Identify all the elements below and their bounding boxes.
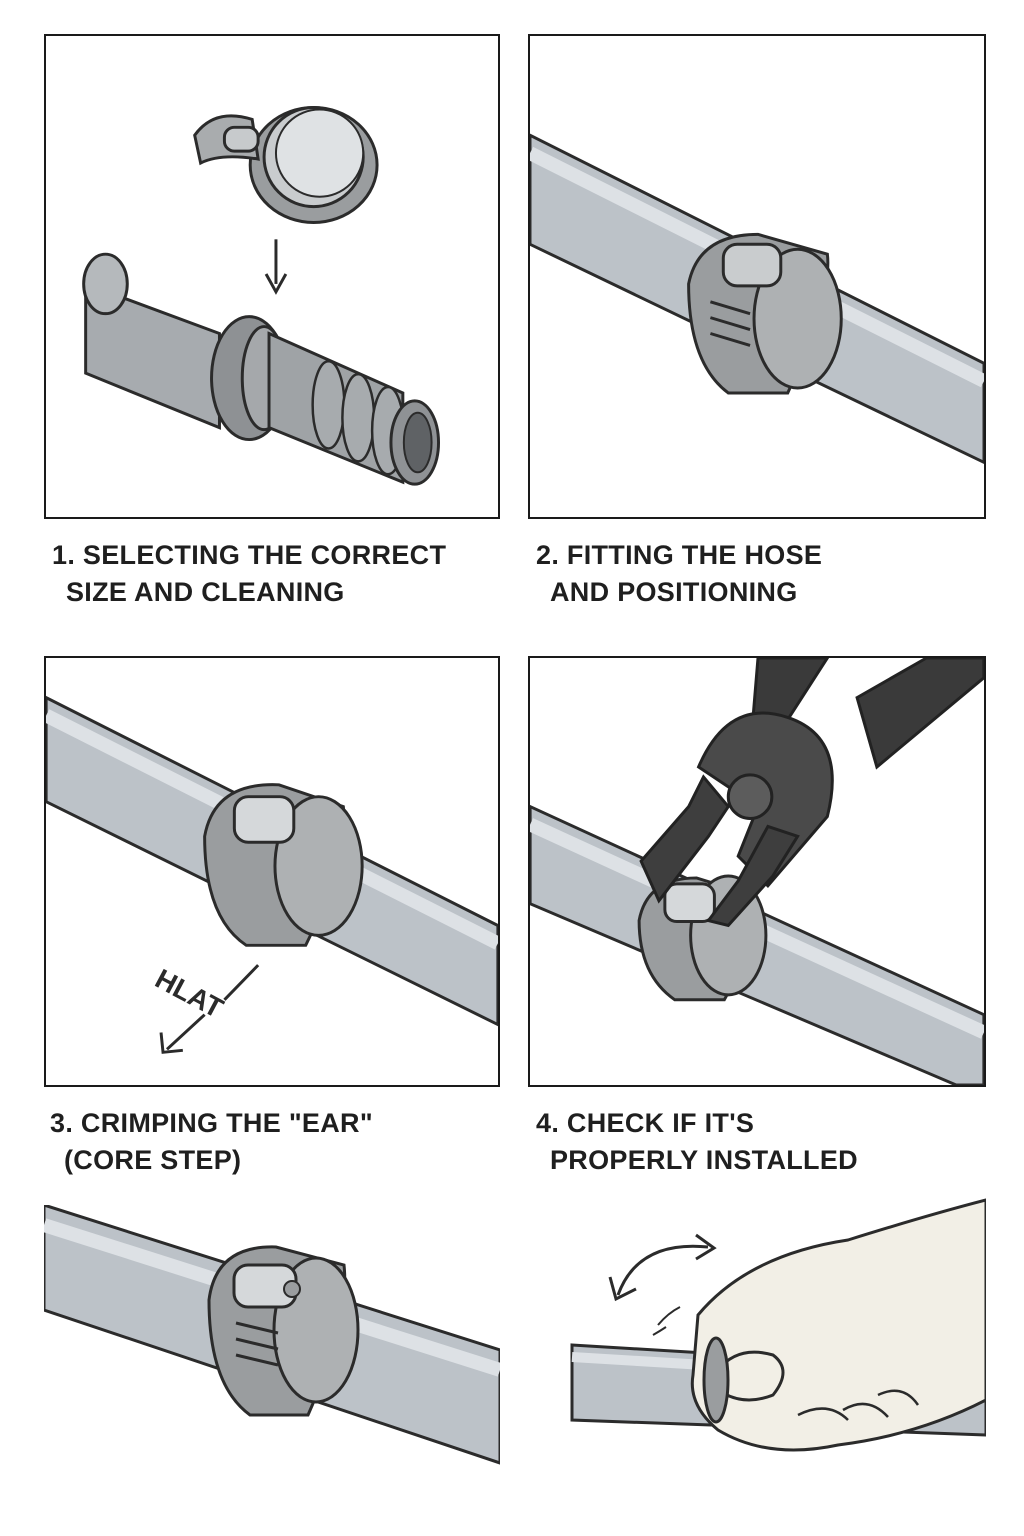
panel-step-3: HLAT	[44, 656, 500, 1087]
clamp-and-fitting-illustration	[82, 106, 441, 486]
step-2-title: 2. FITTING THE HOSE	[536, 540, 823, 570]
step-1-caption: 1. SELECTING THE CORRECT SIZE AND CLEANI…	[52, 537, 446, 611]
down-arrow-icon	[264, 239, 288, 295]
crimp-ear-illustration: HLAT	[46, 695, 498, 1054]
panel-step-2	[528, 34, 986, 519]
ear-clamp-icon	[702, 1336, 730, 1424]
pliers-crimp-illustration	[530, 658, 984, 1085]
step-3-caption: 3. CRIMPING THE "EAR" (CORE STEP)	[50, 1105, 373, 1179]
ear-clamp-icon	[193, 106, 379, 224]
ear-clamp-icon	[207, 1245, 360, 1417]
installed-clamp-illustration	[44, 1205, 500, 1470]
hand-check-illustration	[568, 1195, 986, 1475]
hose-fitting-icon	[82, 252, 441, 486]
step-2-caption: 2. FITTING THE HOSE AND POSITIONING	[536, 537, 822, 611]
step-1-title: 1. SELECTING THE CORRECT	[52, 540, 447, 570]
pliers-icon	[639, 658, 984, 928]
direction-arrow-icon	[159, 964, 260, 1054]
step-4-caption: 4. CHECK IF IT'S PROPERLY INSTALLED	[536, 1105, 858, 1179]
step-1-subtitle: SIZE AND CLEANING	[66, 577, 345, 607]
step-3-title: 3. CRIMPING THE "EAR"	[50, 1108, 373, 1138]
annotation-label: HLAT	[150, 963, 228, 1024]
ear-clamp-icon	[687, 232, 843, 395]
step-3-subtitle: (CORE STEP)	[64, 1145, 242, 1175]
step-4-title: 4. CHECK IF IT'S	[536, 1108, 755, 1138]
panel-step-1	[44, 34, 500, 519]
rotate-arrows-icon	[608, 1233, 717, 1336]
ear-clamp-icon	[203, 783, 364, 947]
clamp-positioned-illustration	[530, 133, 984, 465]
step-4-subtitle: PROPERLY INSTALLED	[550, 1145, 858, 1175]
panel-step-4	[528, 656, 986, 1087]
hand-icon	[690, 1198, 986, 1452]
step-2-subtitle: AND POSITIONING	[550, 577, 798, 607]
